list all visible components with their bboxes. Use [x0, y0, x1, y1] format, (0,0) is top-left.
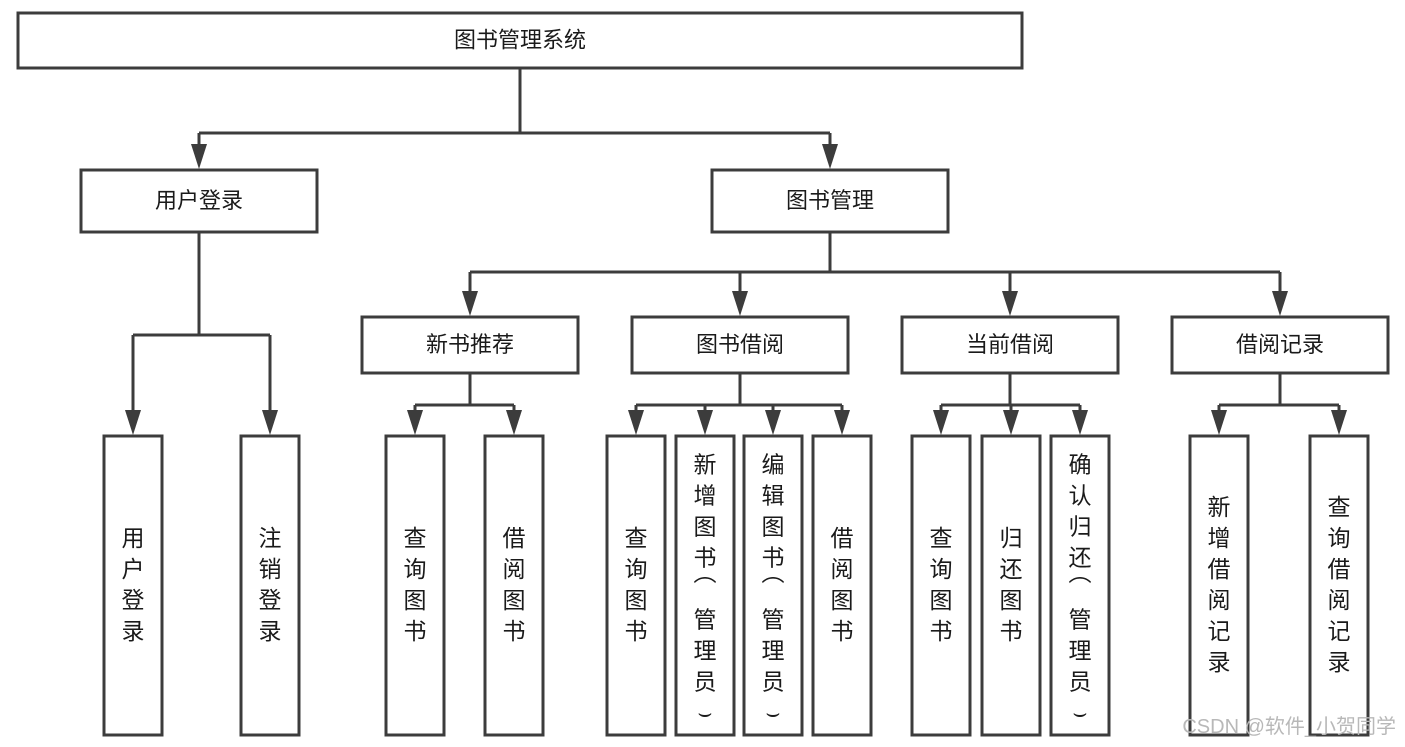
node-box[interactable]: [674, 434, 736, 737]
arrow-head-icon: [628, 410, 644, 435]
node-l-add-book[interactable]: 新增图书⌒管理员⌣: [674, 434, 736, 737]
node-l-borrow-book-2[interactable]: 借阅图书: [811, 434, 873, 737]
arrow-head-icon: [933, 410, 949, 435]
node-box[interactable]: [384, 434, 446, 737]
node-label: 查询图书: [930, 525, 953, 644]
connector-layer: [125, 68, 1347, 435]
arrow-head-icon: [407, 410, 423, 435]
arrow-head-icon: [125, 410, 141, 435]
connector-group: [191, 68, 838, 169]
node-layer: 图书管理系统用户登录图书管理新书推荐图书借阅当前借阅借阅记录用户登录注销登录查询…: [16, 11, 1390, 737]
node-box[interactable]: [910, 434, 972, 737]
node-root[interactable]: 图书管理系统: [16, 11, 1024, 70]
node-n-user-login[interactable]: 用户登录: [79, 168, 319, 234]
node-n-current[interactable]: 当前借阅: [900, 315, 1120, 375]
node-label: 图书管理: [786, 188, 874, 213]
arrow-head-icon: [822, 144, 838, 169]
node-label: 借阅图书: [831, 525, 854, 644]
node-l-confirm-return[interactable]: 确认归还⌒管理员⌣: [1049, 434, 1111, 737]
connector-group: [1211, 373, 1347, 435]
node-box[interactable]: [16, 11, 1024, 70]
arrow-head-icon: [697, 410, 713, 435]
node-box[interactable]: [483, 434, 545, 737]
node-n-new-rec[interactable]: 新书推荐: [360, 315, 580, 375]
node-box[interactable]: [811, 434, 873, 737]
node-label: 当前借阅: [966, 332, 1054, 357]
node-box[interactable]: [900, 315, 1120, 375]
node-box[interactable]: [102, 434, 164, 737]
node-l-query-record[interactable]: 查询借阅记录: [1308, 434, 1370, 737]
node-label: 新书推荐: [426, 332, 514, 357]
node-l-add-record[interactable]: 新增借阅记录: [1188, 434, 1250, 737]
node-label: 借阅图书: [503, 525, 526, 644]
node-box[interactable]: [1308, 434, 1370, 737]
node-box[interactable]: [1170, 315, 1390, 375]
node-l-user-logout[interactable]: 注销登录: [239, 434, 301, 737]
node-label: 新增借阅记录: [1208, 494, 1231, 675]
connector-group: [933, 373, 1088, 435]
arrow-head-icon: [1211, 410, 1227, 435]
arrow-head-icon: [1002, 291, 1018, 316]
arrow-head-icon: [191, 144, 207, 169]
arrow-head-icon: [506, 410, 522, 435]
node-box[interactable]: [239, 434, 301, 737]
node-l-user-login[interactable]: 用户登录: [102, 434, 164, 737]
connector-group: [462, 232, 1288, 316]
arrow-head-icon: [262, 410, 278, 435]
node-label: 编辑图书⌒管理员⌣: [762, 451, 785, 725]
arrow-head-icon: [1331, 410, 1347, 435]
node-label: 查询借阅记录: [1328, 494, 1351, 675]
node-label: 图书借阅: [696, 332, 784, 357]
node-l-query-book-3[interactable]: 查询图书: [910, 434, 972, 737]
arrow-head-icon: [1003, 410, 1019, 435]
connector-group: [628, 373, 850, 435]
node-box[interactable]: [605, 434, 667, 737]
node-l-query-book-1[interactable]: 查询图书: [384, 434, 446, 737]
node-box[interactable]: [742, 434, 804, 737]
connector-group: [407, 373, 522, 435]
node-l-edit-book[interactable]: 编辑图书⌒管理员⌣: [742, 434, 804, 737]
watermark-label: CSDN @软件_小贺同学: [1182, 715, 1396, 738]
arrow-head-icon: [732, 291, 748, 316]
node-l-return-book[interactable]: 归还图书: [980, 434, 1042, 737]
node-box[interactable]: [1049, 434, 1111, 737]
node-label: 用户登录: [155, 188, 243, 213]
node-label: 注销登录: [259, 525, 282, 644]
node-label: 新增图书⌒管理员⌣: [694, 451, 717, 725]
node-l-borrow-book-1[interactable]: 借阅图书: [483, 434, 545, 737]
arrow-head-icon: [765, 410, 781, 435]
node-box[interactable]: [360, 315, 580, 375]
node-box[interactable]: [980, 434, 1042, 737]
node-box[interactable]: [79, 168, 319, 234]
arrow-head-icon: [462, 291, 478, 316]
node-label: 归还图书: [1000, 525, 1023, 644]
node-label: 借阅记录: [1236, 332, 1324, 357]
node-label: 用户登录: [122, 525, 145, 644]
node-label: 确认归还⌒管理员⌣: [1069, 451, 1092, 725]
node-label: 查询图书: [404, 525, 427, 644]
node-n-book-mgmt[interactable]: 图书管理: [710, 168, 950, 234]
node-box[interactable]: [710, 168, 950, 234]
arrow-head-icon: [1272, 291, 1288, 316]
node-box[interactable]: [630, 315, 850, 375]
connector-group: [125, 232, 278, 435]
node-label: 图书管理系统: [454, 27, 586, 52]
node-box[interactable]: [1188, 434, 1250, 737]
arrow-head-icon: [834, 410, 850, 435]
node-l-query-book-2[interactable]: 查询图书: [605, 434, 667, 737]
node-n-borrow[interactable]: 图书借阅: [630, 315, 850, 375]
arrow-head-icon: [1072, 410, 1088, 435]
node-n-records[interactable]: 借阅记录: [1170, 315, 1390, 375]
node-label: 查询图书: [625, 525, 648, 644]
